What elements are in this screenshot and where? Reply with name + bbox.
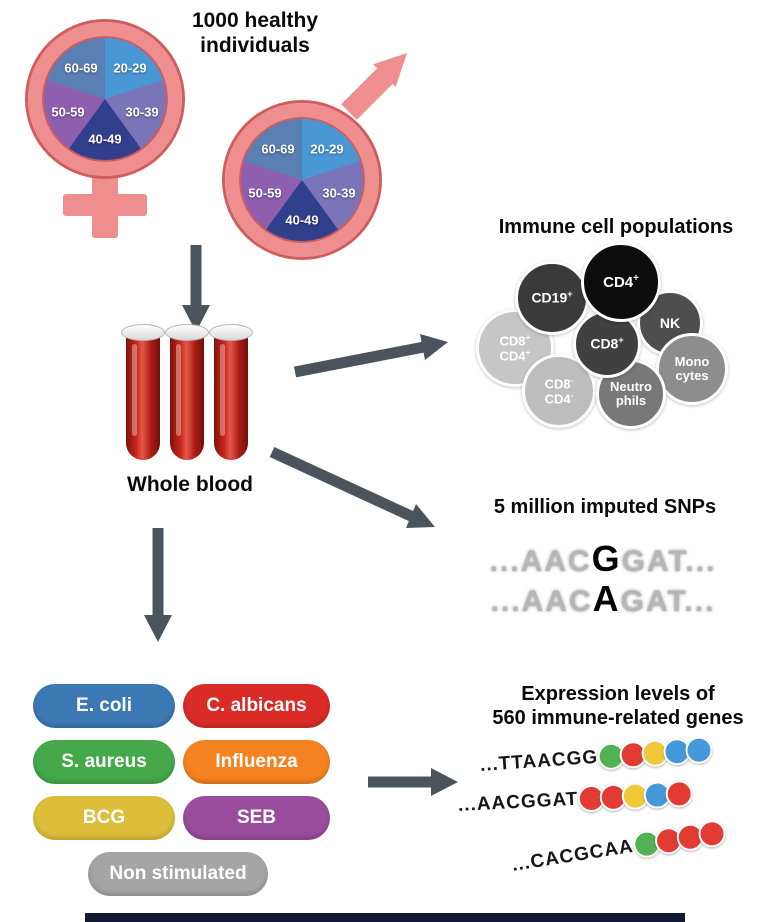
gene-row-2: ...AACGGAT [457,779,694,819]
snp-char: G [620,585,646,618]
cell-label: NK [659,314,681,331]
stimulus-pill-ecoli: E. coli [33,684,175,728]
blood-tube-icon [165,324,209,460]
female-symbol: 20-29 30-39 40-49 50-59 60-69 [28,22,198,257]
cell-label: CD19+ [531,289,573,306]
cell-label: CD4+ [603,272,639,291]
gene-sequence: ...CACGCAA [510,835,636,876]
bottom-crop-bar [85,913,685,922]
snp-char: T [667,585,685,618]
cell-label: CD8+CD4+ [499,332,531,364]
gene-sequence: ...TTAACGG [479,746,599,776]
snp-char: G [621,545,647,578]
snp-allele-char: G [591,538,622,579]
male-symbol-ring [225,103,379,257]
blood-tube-icon [209,324,253,460]
female-symbol-ring [28,22,182,176]
snp-sequence-1: ...AACGGAT... [435,538,771,580]
gene-row-3: ...CACGCAA [510,818,728,878]
gene-beads [597,735,714,771]
snp-sequence-2: ...AACAGAT... [435,578,771,620]
cell-label: CD8+ [590,335,624,352]
expression-title-line1: Expression levels of [521,683,715,705]
stimulus-label: E. coli [76,695,132,716]
male-symbol-arrow [341,53,407,120]
arrow-to-snps-icon [269,447,435,528]
male-symbol: 20-29 30-39 40-49 50-59 60-69 [225,48,415,263]
cell-circle-cd4: CD4+ [581,242,661,322]
arrow-to-cells-icon [293,334,448,378]
expression-title: Expression levels of 560 immune-related … [468,682,768,730]
arrow-to-expression-icon [368,768,458,796]
arrow-to-stimuli-icon [144,528,172,642]
arrow-to-blood-icon [182,245,210,332]
stimulus-pill-seb: SEB [183,796,330,840]
stimulus-pill-bcg: BCG [33,796,175,840]
cell-label: CD8-CD4- [544,375,574,407]
snp-char: C [568,585,593,618]
whole-blood-label: Whole blood [127,473,253,496]
female-symbol-crossbar [63,194,147,216]
cell-circle-cd8: CD8+ [573,310,641,378]
stimulus-label: S. aureus [61,751,147,772]
cell-circle-cd19: CD19+ [515,261,589,335]
snp-char: A [520,545,545,578]
snp-allele-char: A [592,578,621,619]
snp-char: ... [685,545,717,578]
gene-beads [631,818,728,860]
gene-beads [577,779,694,813]
snp-char: A [545,585,569,618]
snp-char: T [668,545,686,578]
main-title: 1000 healthy individuals [155,8,355,58]
bead-icon [665,779,694,809]
gene-sequence: ...AACGGAT [457,788,579,816]
stimulus-pill-saureus: S. aureus [33,740,175,784]
stimulus-label: BCG [82,807,126,828]
snp-char: A [645,585,668,618]
snp-char: ... [684,585,716,618]
blood-tubes [121,324,253,460]
snps-title: 5 million imputed SNPs [493,496,717,518]
stimulus-label: SEB [236,807,277,828]
stimulus-pill-nonstimulated: Non stimulated [88,852,268,896]
immune-cells-title: Immune cell populations [498,216,734,238]
snp-char: A [646,545,669,578]
snp-char: ... [489,545,521,578]
stimulus-label: C. albicans [206,695,307,716]
snp-char: ... [490,585,522,618]
main-title-line1: 1000 healthy [191,9,319,32]
expression-title-line2: 560 immune-related genes [492,707,744,729]
stimulus-label: Non stimulated [109,863,247,884]
stimulus-pill-calbicans: C. albicans [183,684,330,728]
snp-char: A [544,545,568,578]
gene-row-1: ...TTAACGG [479,735,714,779]
main-title-line2: individuals [200,34,310,58]
blood-tube-icon [121,324,165,460]
snp-char: C [567,545,592,578]
snp-char: A [521,585,546,618]
bead-icon [684,735,714,765]
stimulus-pill-influenza: Influenza [183,740,330,784]
stimulus-label: Influenza [215,751,298,772]
